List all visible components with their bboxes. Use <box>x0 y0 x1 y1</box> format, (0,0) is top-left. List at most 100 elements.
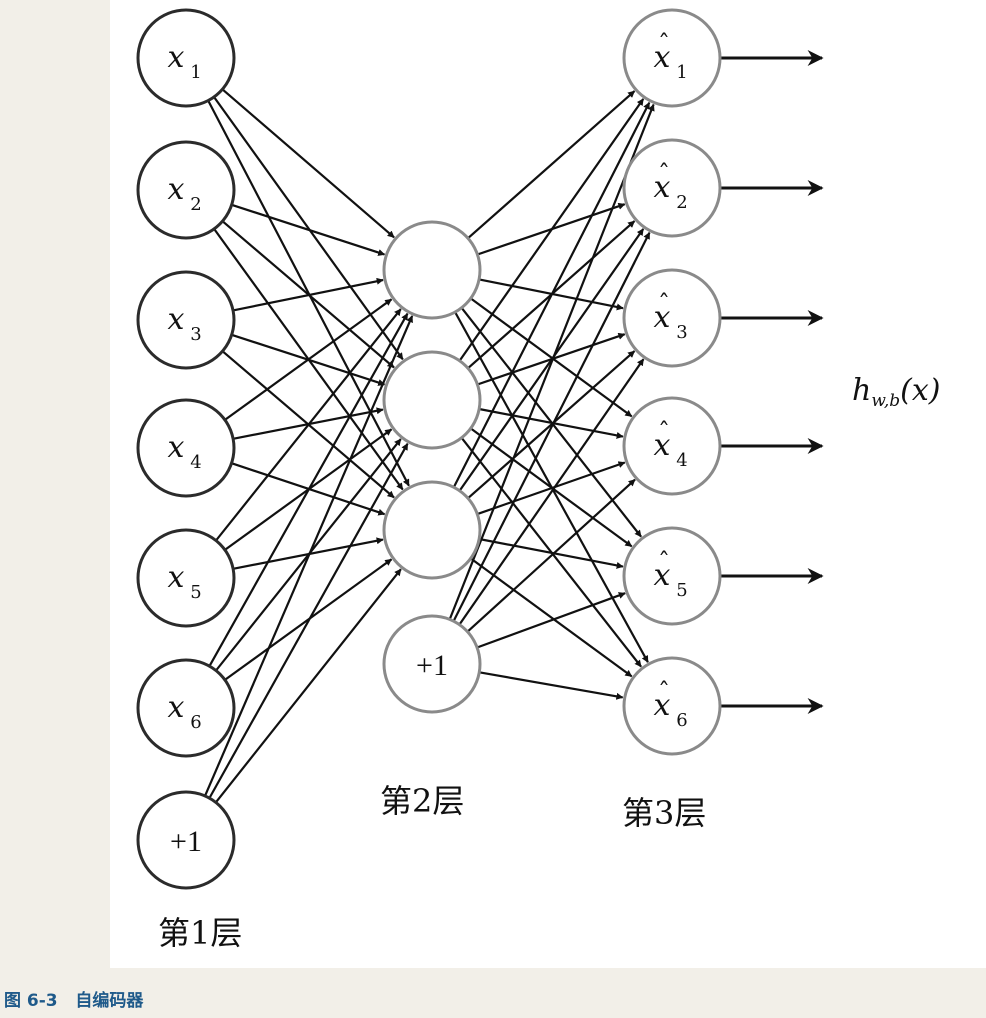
variable-subscript: 5 <box>676 580 687 601</box>
variable-subscript: 1 <box>190 62 201 83</box>
node-circle <box>382 480 482 580</box>
variable-subscript: 5 <box>190 582 201 603</box>
variable-subscript: 3 <box>190 324 201 345</box>
layer-label-1: 第1层 <box>158 914 242 952</box>
svg-text:hw,b(x): hw,b(x) <box>852 373 940 411</box>
node-circle <box>136 528 236 628</box>
caption-number: 图 6-3 <box>4 991 58 1011</box>
edge-l2n4-l3n4 <box>466 478 636 633</box>
output-arrows <box>720 50 824 714</box>
edge-l2n4-l3n1 <box>448 103 655 620</box>
node-circle <box>382 350 482 450</box>
variable-symbol: x <box>654 428 671 463</box>
variable-subscript: 1 <box>676 62 687 83</box>
node-circle <box>622 268 722 368</box>
variable-symbol: x <box>168 172 185 207</box>
edge-l2n4-l3n2 <box>452 231 651 622</box>
node-circle <box>622 8 722 108</box>
variable-subscript: 2 <box>190 194 201 215</box>
edge-l1n5-l2n1 <box>215 308 402 542</box>
edge-l2n1-l3n1 <box>467 90 636 240</box>
edge-l1n1-l2n2 <box>213 96 404 361</box>
hat-accent: ˆ <box>658 160 670 188</box>
variable-symbol: x <box>654 558 671 593</box>
edge-l2n2-l3n4 <box>478 407 624 439</box>
variable-symbol: x <box>168 430 185 465</box>
figure-caption: 图 6-3 自编码器 <box>4 986 143 1011</box>
output-label-subscript: w,b <box>871 391 900 411</box>
edge-l2n3-l3n6 <box>470 557 633 678</box>
edge-l1n2-l2n1 <box>231 203 386 256</box>
connection-edges <box>203 88 655 804</box>
variable-subscript: 4 <box>190 452 201 473</box>
edge-l1n1-l2n3 <box>207 100 410 487</box>
edge-l1n7-l2n1 <box>203 315 414 797</box>
edge-l2n3-l3n4 <box>476 461 626 516</box>
node-circle <box>622 396 722 496</box>
edge-l2n3-l3n5 <box>478 537 624 569</box>
edge-l2n3-l3n1 <box>452 101 651 488</box>
node-layer2-2 <box>382 350 482 450</box>
node-layer2-4: +1 <box>382 614 482 714</box>
node-circle <box>136 398 236 498</box>
node-circle <box>136 140 236 240</box>
layer-label-3: 第3层 <box>622 794 706 832</box>
node-circle <box>382 614 482 714</box>
bias-label: +1 <box>416 649 448 682</box>
edge-l2n4-l3n5 <box>476 592 626 649</box>
hat-accent: ˆ <box>658 30 670 58</box>
caption-title: 自编码器 <box>75 991 144 1011</box>
node-circle <box>622 526 722 626</box>
variable-subscript: 2 <box>676 192 687 213</box>
output-label-main: h <box>852 373 871 408</box>
node-circle <box>382 220 482 320</box>
node-circle <box>622 656 722 756</box>
node-circle <box>622 138 722 238</box>
node-circle <box>136 790 236 890</box>
layer-labels: 第1层 第2层 第3层 <box>158 782 706 952</box>
node-circle <box>136 658 236 758</box>
layer-label-2: 第2层 <box>380 782 464 820</box>
hat-accent: ˆ <box>658 418 670 446</box>
node-circle <box>136 8 236 108</box>
hat-accent: ˆ <box>658 678 670 706</box>
edge-l1n1-l2n1 <box>221 88 395 239</box>
node-circle <box>136 270 236 370</box>
edge-l2n3-l3n3 <box>467 350 636 500</box>
edge-l1n4-l2n1 <box>224 298 393 421</box>
output-label-argument: (x) <box>900 373 940 408</box>
variable-subscript: 6 <box>190 712 201 733</box>
hat-accent: ˆ <box>658 290 670 318</box>
variable-subscript: 4 <box>676 450 687 471</box>
variable-symbol: x <box>168 40 185 75</box>
edge-l1n3-l2n1 <box>232 277 384 312</box>
variable-symbol: x <box>654 170 671 205</box>
variable-symbol: x <box>168 690 185 725</box>
variable-symbol: x <box>168 560 185 595</box>
edge-l2n4-l3n3 <box>458 358 645 626</box>
bias-label: +1 <box>170 825 202 858</box>
edge-l2n2-l3n1 <box>458 98 645 362</box>
variable-symbol: x <box>654 40 671 75</box>
variable-symbol: x <box>654 688 671 723</box>
output-function-label: hw,b(x) <box>852 373 940 411</box>
variable-symbol: x <box>168 302 185 337</box>
variable-subscript: 6 <box>676 710 687 731</box>
node-layer2-3 <box>382 480 482 580</box>
hat-accent: ˆ <box>658 548 670 576</box>
edge-l1n6-l2n1 <box>208 312 409 667</box>
edge-l2n1-l3n4 <box>470 297 633 418</box>
